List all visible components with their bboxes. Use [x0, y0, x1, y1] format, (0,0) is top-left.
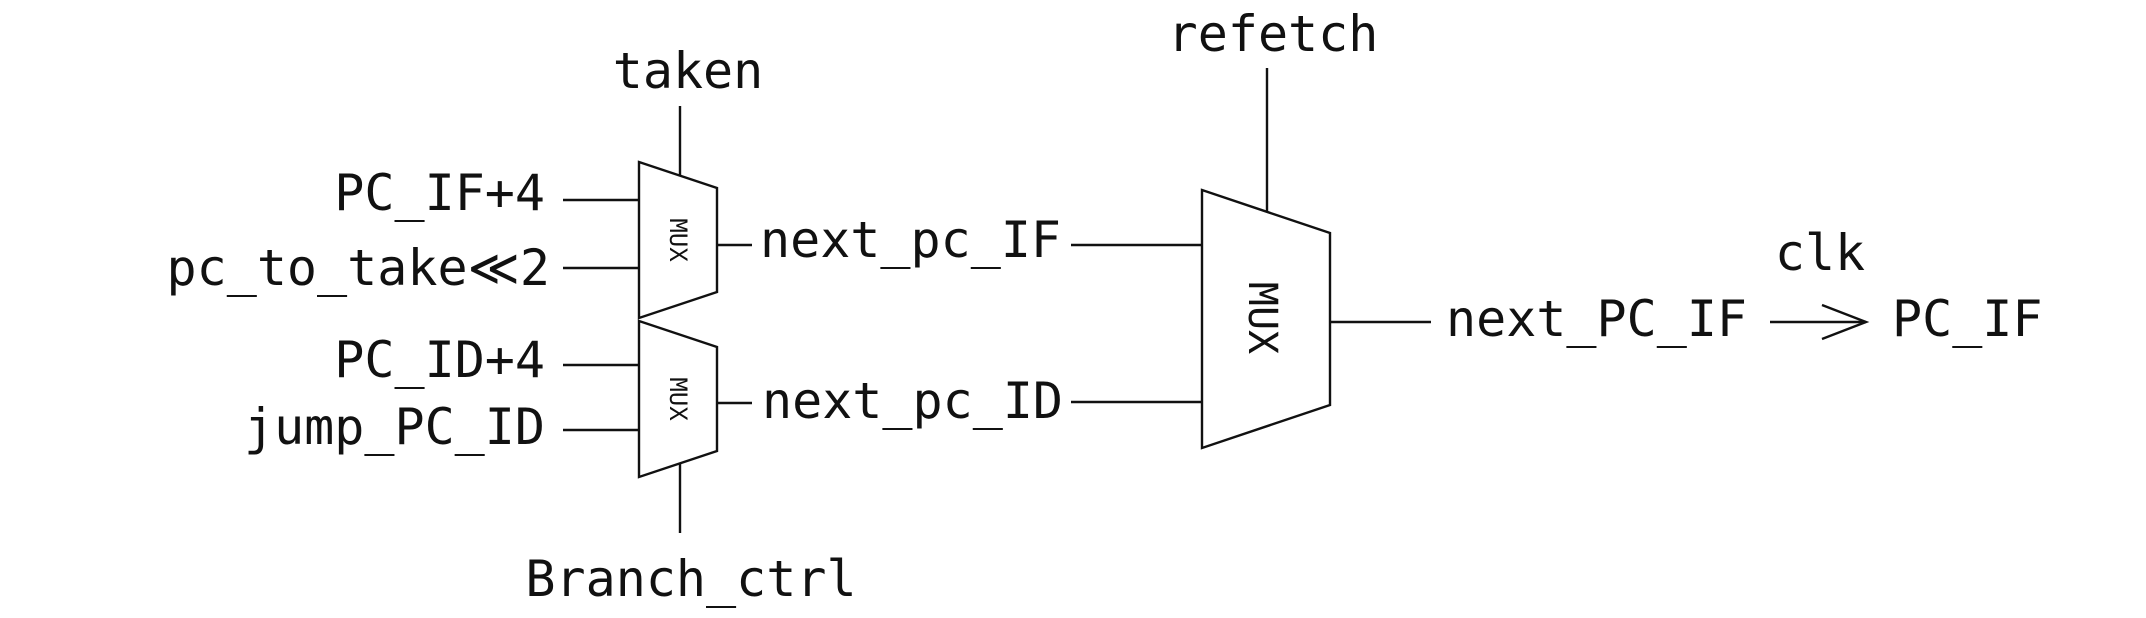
jump-pc-id-label: jump_PC_ID — [244, 398, 545, 456]
pc-to-take-label: pc_to_take≪2 — [167, 239, 550, 297]
refetch-label: refetch — [1168, 5, 1379, 63]
pc-if-label: PC_IF — [1892, 290, 2043, 348]
branch-ctrl-label: Branch_ctrl — [525, 550, 856, 608]
next-pc-if-out-label: next_PC_IF — [1446, 290, 1747, 348]
pc-if-plus4-label: PC_IF+4 — [334, 164, 545, 222]
id-mux — [637, 319, 719, 479]
id-mux-label: MUX — [664, 377, 692, 421]
next-pc-id-label: next_pc_ID — [762, 372, 1063, 430]
register-arrow-head — [1821, 303, 1870, 341]
next-pc-if-label: next_pc_IF — [760, 211, 1061, 269]
final-mux — [1200, 188, 1332, 450]
if-mux-label: MUX — [664, 218, 692, 262]
pc-id-plus4-label: PC_ID+4 — [334, 331, 545, 389]
if-mux — [637, 160, 719, 320]
final-mux-label: MUX — [1239, 282, 1285, 354]
clk-label: clk — [1775, 224, 1865, 282]
taken-label: taken — [613, 42, 764, 100]
